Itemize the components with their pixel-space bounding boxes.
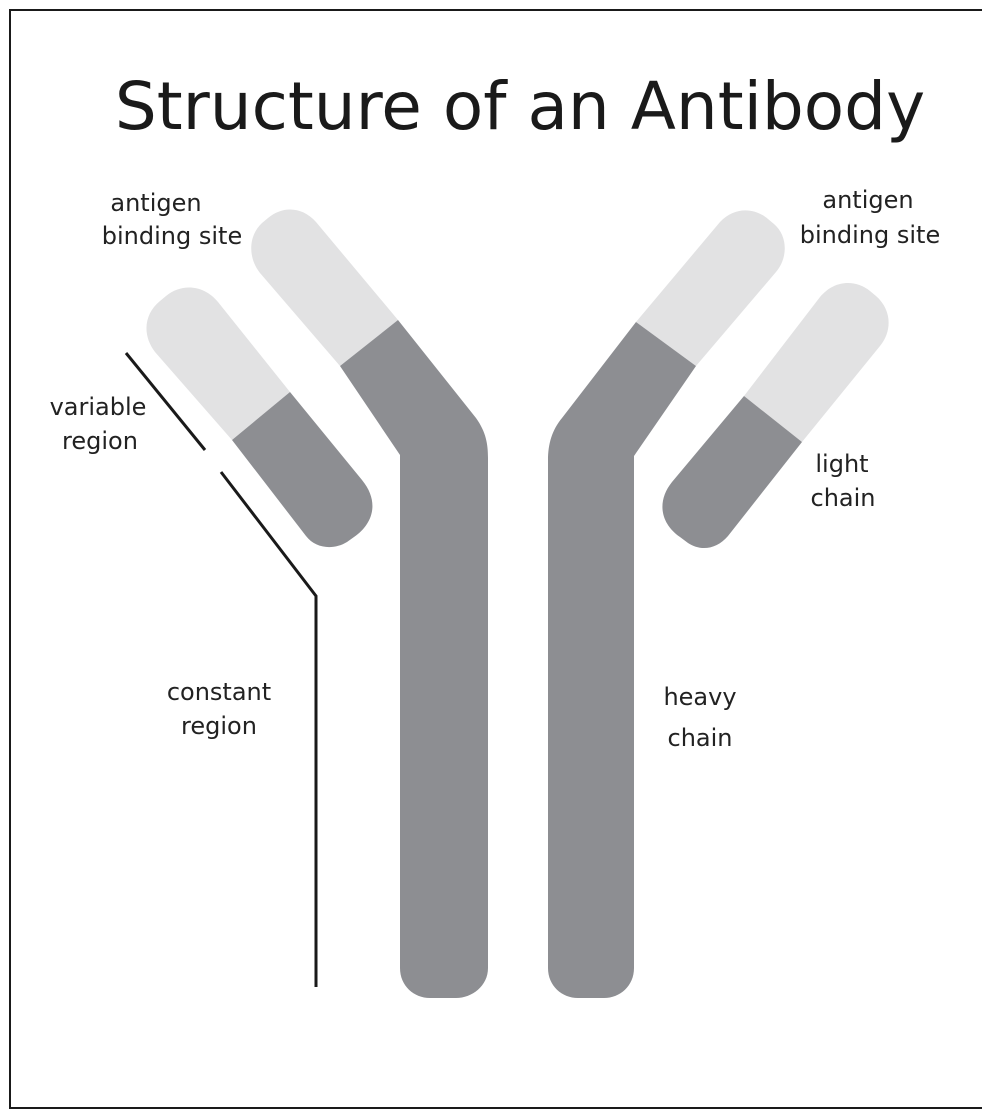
constant-region-label-line1: constant	[167, 678, 271, 706]
antigen-binding-site-right-label-line1: antigen	[822, 186, 913, 214]
antigen-binding-site-left-label-line1: antigen	[110, 189, 201, 217]
right-heavy-chain	[548, 210, 785, 998]
variable-region-label-line1: variable	[50, 393, 147, 421]
antigen-binding-site-right-label-line2: binding site	[800, 221, 940, 249]
light-chain-label-line1: light	[815, 450, 868, 478]
variable-region-label-line2: region	[62, 427, 138, 455]
constant-region-label-line2: region	[181, 712, 257, 740]
left-heavy-chain-constant-region	[340, 320, 488, 998]
antigen-binding-site-left-label-line2: binding site	[102, 222, 242, 250]
antibody-diagram: Structure of an Antibody antigen binding…	[0, 0, 982, 1057]
diagram-title: Structure of an Antibody	[115, 68, 925, 145]
heavy-chain-label-line2: chain	[668, 724, 733, 752]
heavy-chain-label-line1: heavy	[663, 683, 736, 711]
light-chain-label-line2: chain	[811, 484, 876, 512]
left-heavy-chain	[251, 209, 488, 998]
right-heavy-chain-constant-region	[548, 322, 696, 998]
